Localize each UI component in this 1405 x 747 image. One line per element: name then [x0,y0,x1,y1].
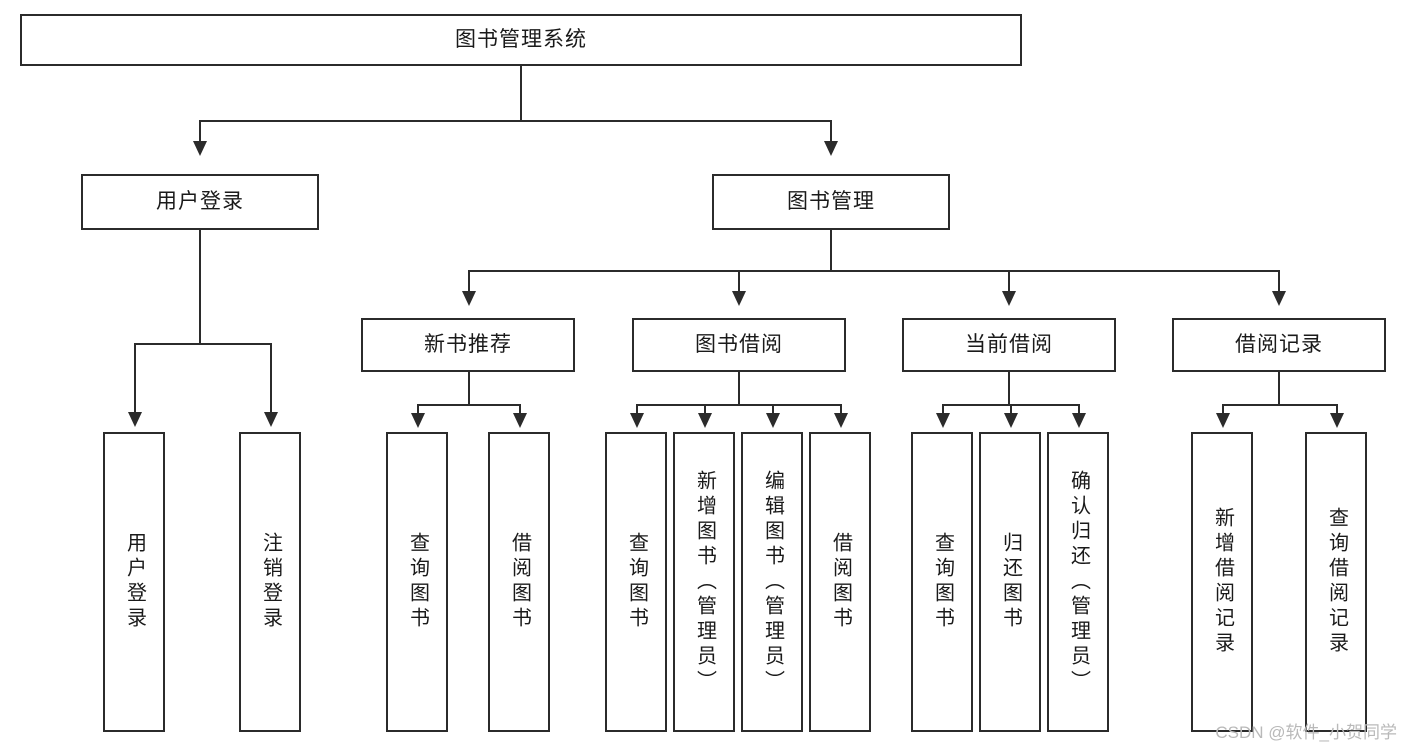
connector-currentborrow-drop-1 [942,404,944,416]
node-leaf-borrow-book-1-label: 借阅图书 [508,532,531,632]
arrowhead-bookmanage [824,141,838,156]
node-leaf-query-book-3[interactable]: 查询图书 [911,432,973,732]
node-book-manage-label: 图书管理 [787,190,875,214]
node-current-borrow-label: 当前借阅 [965,333,1053,357]
connector-bookmanage-drop-3 [1008,270,1010,294]
connector-bookborrow-stem [738,372,740,406]
connector-borrowrecord-drop-1 [1222,404,1224,416]
connector-root-bar [199,120,832,122]
arrowhead-current-borrow [1002,291,1016,306]
node-borrow-record[interactable]: 借阅记录 [1172,318,1386,372]
node-leaf-add-record-label: 新增借阅记录 [1211,507,1234,657]
connector-bookborrow-drop-1 [636,404,638,416]
arrowhead-leaf-query-book-1 [411,413,425,428]
node-leaf-add-book-label: 新增图书（管理员） [693,469,716,695]
node-leaf-edit-book-label: 编辑图书（管理员） [761,469,784,695]
connector-bookmanage-drop-2 [738,270,740,294]
node-leaf-edit-book[interactable]: 编辑图书（管理员） [741,432,803,732]
node-leaf-query-book-1[interactable]: 查询图书 [386,432,448,732]
arrowhead-leaf-return-book [1004,413,1018,428]
arrowhead-book-borrow [732,291,746,306]
node-leaf-borrow-book-1[interactable]: 借阅图书 [488,432,550,732]
node-leaf-user-login[interactable]: 用户登录 [103,432,165,732]
connector-currentborrow-stem [1008,372,1010,406]
node-leaf-return-book-label: 归还图书 [999,532,1022,632]
connector-newbookrec-drop-1 [417,404,419,416]
connector-borrowrecord-bar [1222,404,1338,406]
node-root[interactable]: 图书管理系统 [20,14,1022,66]
node-leaf-borrow-book-2[interactable]: 借阅图书 [809,432,871,732]
connector-currentborrow-drop-2 [1010,404,1012,416]
node-new-book-rec[interactable]: 新书推荐 [361,318,575,372]
node-leaf-borrow-book-2-label: 借阅图书 [829,532,852,632]
arrowhead-leaf-add-book [698,413,712,428]
connector-bookborrow-drop-3 [772,404,774,416]
arrowhead-leaf-confirm-return [1072,413,1086,428]
arrowhead-leaf-query-book-2 [630,413,644,428]
node-book-manage[interactable]: 图书管理 [712,174,950,230]
connector-userlogin-drop-1 [134,343,136,415]
node-new-book-rec-label: 新书推荐 [424,333,512,357]
arrowhead-borrow-record [1272,291,1286,306]
node-leaf-add-record[interactable]: 新增借阅记录 [1191,432,1253,732]
node-leaf-query-book-3-label: 查询图书 [931,532,954,632]
arrowhead-leaf-user-login [128,412,142,427]
arrowhead-userlogin [193,141,207,156]
node-user-login[interactable]: 用户登录 [81,174,319,230]
node-leaf-user-login-label: 用户登录 [123,532,146,632]
node-leaf-return-book[interactable]: 归还图书 [979,432,1041,732]
node-leaf-query-book-2[interactable]: 查询图书 [605,432,667,732]
connector-bookborrow-drop-2 [704,404,706,416]
arrowhead-leaf-user-logout [264,412,278,427]
connector-root-to-userlogin [199,120,201,144]
node-user-login-label: 用户登录 [156,190,244,214]
node-leaf-query-book-2-label: 查询图书 [625,532,648,632]
node-book-borrow[interactable]: 图书借阅 [632,318,846,372]
connector-newbookrec-stem [468,372,470,406]
connector-userlogin-stem [199,230,201,344]
node-leaf-add-book[interactable]: 新增图书（管理员） [673,432,735,732]
node-leaf-confirm-return[interactable]: 确认归还（管理员） [1047,432,1109,732]
arrowhead-leaf-borrow-book-1 [513,413,527,428]
connector-bookmanage-drop-1 [468,270,470,294]
arrowhead-leaf-edit-book [766,413,780,428]
connector-root-stem [520,66,522,121]
node-leaf-user-logout[interactable]: 注销登录 [239,432,301,732]
node-book-borrow-label: 图书借阅 [695,333,783,357]
arrowhead-leaf-query-record [1330,413,1344,428]
connector-root-to-bookmanage [830,120,832,144]
node-leaf-query-record[interactable]: 查询借阅记录 [1305,432,1367,732]
node-leaf-query-book-1-label: 查询图书 [406,532,429,632]
arrowhead-new-book-rec [462,291,476,306]
node-current-borrow[interactable]: 当前借阅 [902,318,1116,372]
arrowhead-leaf-query-book-3 [936,413,950,428]
node-leaf-confirm-return-label: 确认归还（管理员） [1067,469,1090,695]
node-leaf-user-logout-label: 注销登录 [259,532,282,632]
node-leaf-query-record-label: 查询借阅记录 [1325,507,1348,657]
connector-bookmanage-drop-4 [1278,270,1280,294]
arrowhead-leaf-borrow-book-2 [834,413,848,428]
connector-userlogin-drop-2 [270,343,272,415]
connector-bookborrow-bar [636,404,842,406]
connector-currentborrow-drop-3 [1078,404,1080,416]
connector-newbookrec-drop-2 [519,404,521,416]
connector-bookborrow-drop-4 [840,404,842,416]
node-root-label: 图书管理系统 [455,28,587,52]
connector-userlogin-bar [134,343,271,345]
connector-bookmanage-stem [830,230,832,272]
connector-borrowrecord-drop-2 [1336,404,1338,416]
connector-borrowrecord-stem [1278,372,1280,406]
connector-bookmanage-bar [468,270,1280,272]
arrowhead-leaf-add-record [1216,413,1230,428]
connector-newbookrec-bar [417,404,521,406]
node-borrow-record-label: 借阅记录 [1235,333,1323,357]
